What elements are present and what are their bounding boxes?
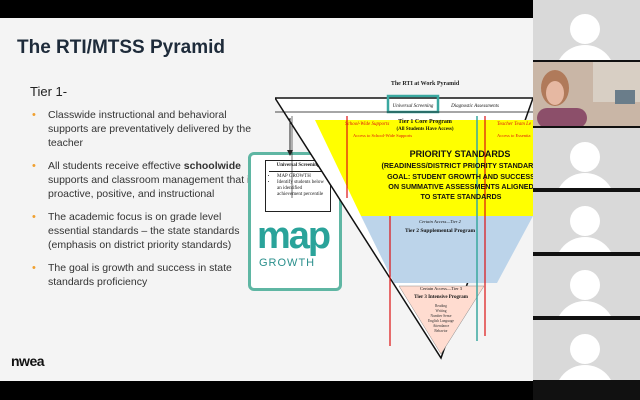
- screening-box-title: Universal Screening: [269, 163, 327, 172]
- participant-tile[interactable]: [533, 128, 640, 190]
- bullet-text: The goal is growth and success in state …: [48, 262, 232, 288]
- tier2-access-label: Certain Access—Tier 2: [419, 219, 461, 224]
- avatar-head-icon: [570, 14, 600, 44]
- avatar-head-icon: [570, 334, 600, 364]
- avatar-body-icon: [555, 301, 615, 316]
- avatar-head-icon: [570, 270, 600, 300]
- map-growth-callout: Universal Screening MAP GROWTH Identify …: [248, 152, 342, 291]
- tier-heading: Tier 1-: [30, 84, 68, 99]
- bullet-text: All students receive effective: [48, 160, 184, 172]
- goal-line: ON SUMMATIVE ASSESSMENTS ALIGNED: [388, 182, 533, 191]
- school-wide-supports-label: School-Wide Supports: [345, 122, 389, 127]
- slide-title: The RTI/MTSS Pyramid: [17, 37, 225, 58]
- tier3-item: Attendance: [433, 324, 450, 328]
- map-growth-label: GROWTH: [259, 257, 316, 269]
- webcam-video-image: [533, 62, 640, 126]
- nwea-logo: nwea: [11, 353, 45, 369]
- participant-gallery: [533, 0, 640, 400]
- avatar-body-icon: [555, 237, 615, 252]
- tier2-title: Tier 2 Supplemental Program: [405, 228, 476, 234]
- bullet-bold-text: schoolwide: [183, 160, 241, 172]
- tier1-subtitle: (All Students Have Access): [396, 127, 453, 132]
- access-essentials-label: Access to Essentia: [497, 133, 531, 138]
- priority-standards-subtitle: (READINESS/DISTRICT PRIORITY STANDARD: [381, 161, 533, 170]
- bullet-text: Classwide instructional and behavioral s…: [48, 109, 252, 149]
- bullet-item: The goal is growth and success in state …: [30, 261, 258, 289]
- avatar-body-icon: [555, 365, 615, 380]
- presentation-slide: The RTI/MTSS Pyramid Tier 1- Classwide i…: [0, 18, 533, 381]
- participant-tile[interactable]: [533, 320, 640, 382]
- screening-item: MAP GROWTH: [277, 174, 327, 180]
- tier3-band: [398, 285, 485, 355]
- tier3-item: Reading: [435, 304, 447, 308]
- teacher-team-label: Teacher Team Le: [497, 122, 532, 127]
- participant-tile[interactable]: [533, 256, 640, 318]
- diagnostic-assessments-label: Diagnostic Assessments: [450, 104, 499, 109]
- goal-line: TO STATE STANDARDS: [421, 192, 502, 201]
- bullet-text: supports and classroom management that i…: [48, 174, 255, 200]
- universal-screening-label: Universal Screening: [393, 104, 434, 109]
- connector-arrow: [287, 118, 293, 156]
- pyramid-header: The RTI at Work Pyramid: [391, 81, 460, 87]
- tier1-band: [315, 120, 533, 216]
- participant-video-tile[interactable]: [533, 62, 640, 126]
- avatar-body-icon: [555, 45, 615, 60]
- bullet-list: Classwide instructional and behavioral s…: [30, 108, 258, 298]
- priority-standards-title: PRIORITY STANDARDS: [410, 149, 511, 159]
- participant-tile[interactable]: [533, 192, 640, 254]
- participant-tile[interactable]: [533, 0, 640, 62]
- bullet-item: The academic focus is on grade level ess…: [30, 210, 258, 252]
- bullet-item: Classwide instructional and behavioral s…: [30, 108, 258, 150]
- bottom-bar: [0, 381, 640, 400]
- goal-line: GOAL: STUDENT GROWTH AND SUCCESS: [387, 172, 533, 181]
- avatar-body-icon: [555, 173, 615, 188]
- tier2-band: [361, 216, 533, 283]
- tier3-item: Behavior: [434, 329, 448, 333]
- tier3-access-label: Certain Access—Tier 3: [420, 286, 463, 291]
- bullet-text: The academic focus is on grade level ess…: [48, 211, 240, 251]
- bullet-item: All students receive effective schoolwid…: [30, 159, 258, 201]
- top-bar: [0, 0, 640, 18]
- tier3-item: English Language: [428, 319, 454, 323]
- avatar-head-icon: [570, 206, 600, 236]
- access-school-wide-label: Access to School-Wide Supports: [353, 133, 412, 138]
- tier3-item: Writing: [435, 309, 446, 313]
- map-logo: map: [257, 215, 331, 257]
- tier1-title: Tier 1 Core Program: [398, 119, 452, 125]
- tier3-title: Tier 3 Intensive Program: [414, 295, 469, 300]
- tier3-item: Number Sense: [430, 314, 451, 318]
- screening-item: Identify students below an identified ac…: [277, 180, 327, 198]
- avatar-head-icon: [570, 142, 600, 172]
- rti-pyramid-diagram: The RTI at Work Pyramid Universal Screen…: [275, 81, 533, 360]
